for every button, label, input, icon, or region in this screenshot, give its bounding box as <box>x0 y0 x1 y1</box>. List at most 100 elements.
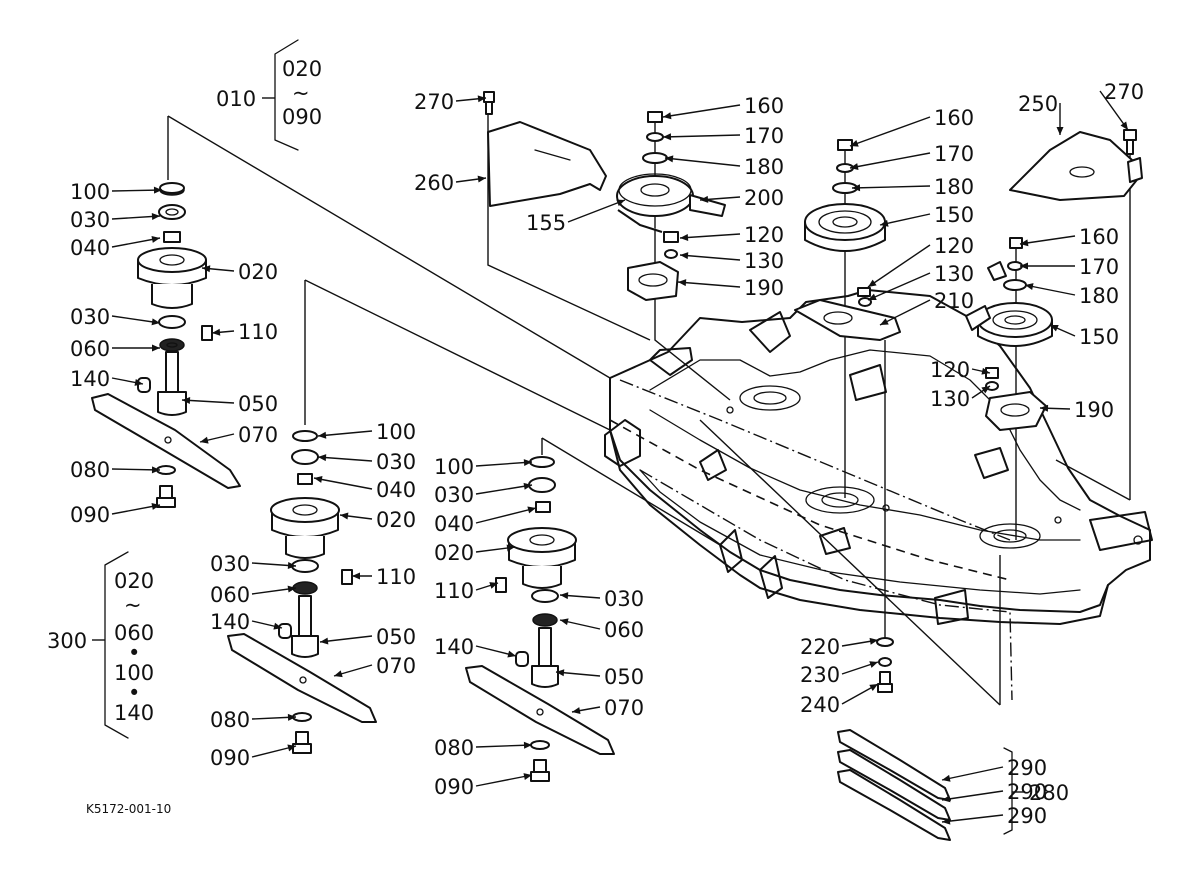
leader-arrowhead <box>850 139 859 147</box>
callout-120: 120 <box>930 358 991 382</box>
leader-line <box>867 244 931 288</box>
callout-180: 180 <box>851 175 974 199</box>
part-number-100: 100 <box>70 180 110 204</box>
group-010-range-from: 020 <box>282 57 322 81</box>
callout-040: 040 <box>434 506 537 536</box>
leader-line <box>475 461 533 467</box>
leader-arrowhead <box>981 386 990 394</box>
leader-line <box>879 299 931 326</box>
callout-040: 040 <box>70 236 161 260</box>
leader-line <box>111 504 161 515</box>
leader-arrowhead <box>556 669 565 677</box>
callout-110: 110 <box>434 579 499 603</box>
part-number-020: 020 <box>238 260 278 284</box>
leader-arrowhead <box>869 684 878 691</box>
part-number-160: 160 <box>934 106 974 130</box>
leader-arrowhead <box>572 707 581 715</box>
leader-line <box>111 189 163 192</box>
group-300-dot-2: • <box>128 681 140 705</box>
leader-arrowhead <box>202 265 211 273</box>
leader-line <box>567 199 626 223</box>
leader-arrowhead <box>152 344 160 352</box>
group-300-tilde: ~ <box>124 593 142 617</box>
part-number-100: 100 <box>376 420 416 444</box>
part-number-070: 070 <box>604 696 644 720</box>
part-number-120: 120 <box>930 358 970 382</box>
part-number-050: 050 <box>238 392 278 416</box>
part-number-250: 250 <box>1018 92 1058 116</box>
group-brackets <box>92 39 1025 835</box>
leader-arrowhead <box>151 503 160 510</box>
leader-arrowhead <box>868 279 877 287</box>
part-number-020: 020 <box>376 508 416 532</box>
leader-arrowhead <box>942 817 951 825</box>
group-300-dot: • <box>128 641 140 665</box>
leader-line <box>475 774 533 787</box>
part-number-120: 120 <box>934 234 974 258</box>
part-number-060: 060 <box>70 337 110 361</box>
leader-line <box>679 254 741 261</box>
callout-080: 080 <box>434 736 533 760</box>
part-number-130: 130 <box>744 249 784 273</box>
callout-110: 110 <box>352 565 416 589</box>
callout-180: 180 <box>664 155 784 179</box>
part-number-140: 140 <box>210 610 250 634</box>
leader-arrowhead <box>489 582 498 589</box>
leader-arrowhead <box>1025 283 1034 291</box>
callout-290: 290 <box>941 804 1047 828</box>
leader-arrowhead <box>981 367 990 375</box>
leader-arrowhead <box>318 431 327 439</box>
part-number-090: 090 <box>434 775 474 799</box>
assembly-lines <box>167 108 1131 706</box>
part-number-190: 190 <box>744 276 784 300</box>
leader-arrowhead <box>663 133 672 141</box>
callout-120: 120 <box>867 234 974 288</box>
callout-030: 030 <box>210 552 297 576</box>
part-number-020: 020 <box>434 541 474 565</box>
leader-arrowhead <box>560 618 569 626</box>
leader-line <box>867 272 931 301</box>
callout-070: 070 <box>199 423 278 447</box>
leader-arrowhead <box>151 318 160 326</box>
center-spindle-assembly <box>465 456 615 782</box>
part-number-120: 120 <box>744 223 784 247</box>
leader-arrowhead <box>134 379 143 386</box>
part-number-060: 060 <box>210 583 250 607</box>
callout-090: 090 <box>70 503 161 527</box>
leader-line <box>111 237 161 248</box>
leader-arrowhead <box>678 279 687 287</box>
callout-030: 030 <box>559 587 644 611</box>
part-number-290: 290 <box>1007 756 1047 780</box>
leader-arrowhead <box>287 561 296 569</box>
leader-line <box>111 315 161 324</box>
leader-arrowhead <box>680 252 689 260</box>
callout-180: 180 <box>1024 283 1119 308</box>
part-number-260: 260 <box>414 171 454 195</box>
left-spindle-assembly <box>91 182 241 508</box>
part-number-080: 080 <box>210 708 250 732</box>
part-number-130: 130 <box>930 387 970 411</box>
callout-070: 070 <box>333 654 416 678</box>
callout-150: 150 <box>1049 324 1119 349</box>
leader-arrowhead <box>523 773 532 780</box>
callout-030: 030 <box>70 305 161 329</box>
leader-arrowhead <box>287 744 296 752</box>
callout-210: 210 <box>879 289 974 326</box>
leader-arrowhead <box>616 199 625 207</box>
group-010-range-to: 090 <box>282 105 322 129</box>
part-number-040: 040 <box>434 512 474 536</box>
leader-arrowhead <box>942 795 951 803</box>
callout-030: 030 <box>434 482 533 507</box>
callout-290: 290 <box>941 780 1047 804</box>
leader-line <box>181 399 235 404</box>
leader-arrowhead <box>869 637 878 645</box>
leader-line <box>475 484 533 495</box>
group-300-range-from: 020 <box>114 569 154 593</box>
callout-050: 050 <box>555 665 644 689</box>
callout-170: 170 <box>849 142 974 170</box>
leader-arrowhead <box>340 512 349 520</box>
part-number-155: 155 <box>526 211 566 235</box>
leader-arrowhead <box>880 318 889 325</box>
callout-120: 120 <box>679 223 784 247</box>
